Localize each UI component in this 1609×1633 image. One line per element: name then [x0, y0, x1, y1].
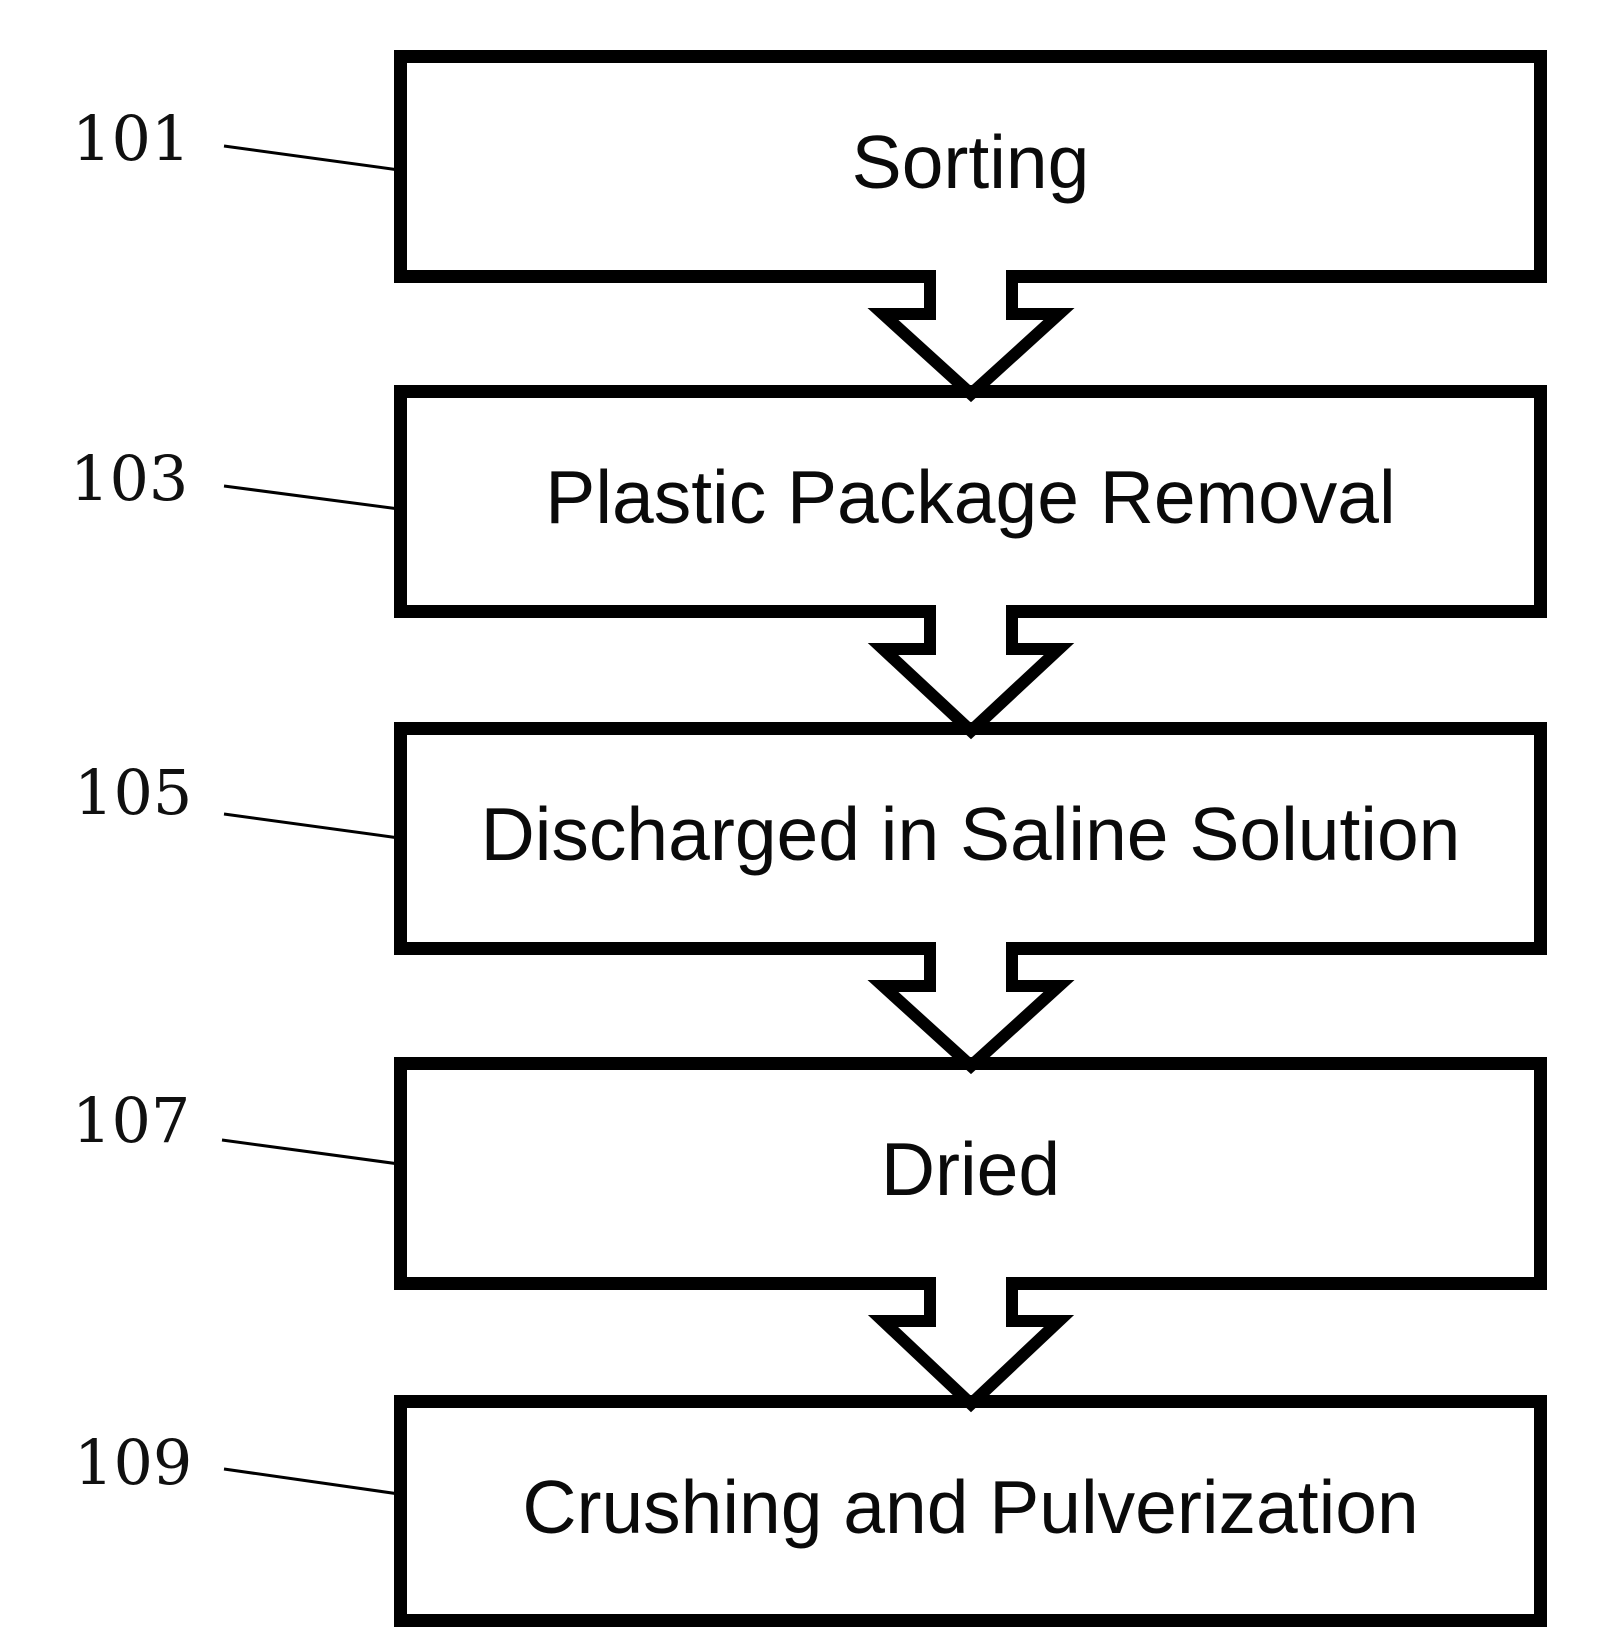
step-box-dried: Dried [394, 1057, 1547, 1290]
down-arrow-icon [867, 1276, 1075, 1413]
step-box-plastic-package-removal: Plastic Package Removal [394, 385, 1547, 618]
leader-line-103 [223, 484, 400, 511]
step-label: Sorting [851, 120, 1090, 204]
step-box-discharged-in-saline-solution: Discharged in Saline Solution [394, 722, 1547, 955]
leader-line-101 [223, 144, 400, 172]
step-label: Dried [880, 1127, 1061, 1211]
step-label: Plastic Package Removal [545, 455, 1396, 539]
leader-line-105 [223, 812, 400, 840]
leader-line-109 [223, 1467, 400, 1496]
ref-label-103: 103 [70, 442, 189, 515]
step-box-sorting: Sorting [394, 50, 1547, 283]
leader-line-107 [221, 1138, 400, 1166]
down-arrow-icon [867, 269, 1075, 403]
ref-label-105: 105 [74, 756, 193, 829]
down-arrow-icon [867, 604, 1075, 740]
ref-label-107: 107 [72, 1084, 191, 1157]
ref-label-101: 101 [72, 102, 191, 175]
step-box-crushing-and-pulverization: Crushing and Pulverization [394, 1395, 1547, 1627]
step-label: Crushing and Pulverization [522, 1464, 1419, 1549]
step-label: Discharged in Saline Solution [480, 792, 1461, 876]
down-arrow-icon [867, 941, 1075, 1075]
ref-label-109: 109 [74, 1426, 193, 1499]
